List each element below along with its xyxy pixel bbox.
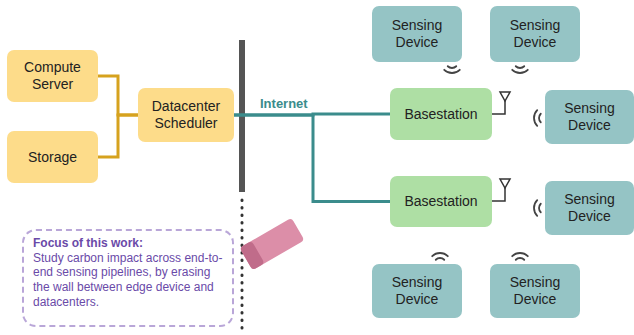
box-label: Sensing Device: [378, 274, 456, 308]
server-box: Compute Server: [7, 50, 98, 102]
box-label: Basestation: [404, 106, 477, 123]
antenna: [492, 92, 510, 114]
eraser-end: [240, 241, 265, 271]
note-box: Focus of this work:Study carbon impact a…: [22, 229, 234, 327]
signal-arc: [448, 66, 456, 68]
signal-arc: [512, 253, 528, 256]
basestation-box: Basestation: [390, 176, 492, 227]
antenna-head: [500, 179, 510, 188]
signal-arc: [444, 70, 460, 73]
signal-arc: [516, 258, 524, 260]
device-box: Sensing Device: [490, 6, 580, 62]
note-heading: Focus of this work:: [33, 236, 143, 251]
signal-arc: [432, 253, 448, 256]
box-label: Sensing Device: [551, 191, 628, 225]
edge-label: Internet: [258, 96, 310, 112]
signal-arc: [436, 258, 444, 260]
connector: [98, 76, 138, 115]
signal-arc: [539, 114, 541, 122]
box-label: Sensing Device: [496, 274, 574, 308]
device-box: Sensing Device: [372, 264, 462, 318]
scheduler-box: Datacenter Scheduler: [138, 88, 234, 142]
device-box: Sensing Device: [545, 90, 634, 144]
device-box: Sensing Device: [490, 264, 580, 318]
signal-arc: [512, 70, 528, 73]
signal-arc: [534, 110, 537, 126]
box-label: Storage: [28, 149, 77, 166]
signal-arc: [516, 66, 524, 68]
eraser-body: [240, 218, 305, 271]
signal-arc: [539, 204, 541, 212]
antenna-mast: [492, 100, 505, 114]
box-label: Basestation: [404, 193, 477, 210]
eraser: [240, 218, 305, 271]
connector: [234, 115, 390, 202]
box-label: Compute Server: [13, 59, 92, 93]
connector: [98, 115, 138, 157]
signal-arc: [534, 200, 537, 216]
antenna-mast: [492, 187, 505, 201]
note-body: Study carbon impact across end-to-end se…: [33, 251, 223, 310]
storage-box: Storage: [7, 131, 98, 183]
erased-wall: [241, 200, 244, 332]
box-label: Sensing Device: [551, 100, 628, 134]
box-label: Datacenter Scheduler: [144, 98, 228, 132]
box-label: Sensing Device: [496, 17, 574, 51]
basestation-box: Basestation: [390, 88, 492, 140]
antenna: [492, 179, 510, 201]
box-label: Sensing Device: [378, 17, 456, 51]
device-box: Sensing Device: [372, 6, 462, 62]
antenna-head: [500, 92, 510, 101]
device-box: Sensing Device: [545, 181, 634, 235]
